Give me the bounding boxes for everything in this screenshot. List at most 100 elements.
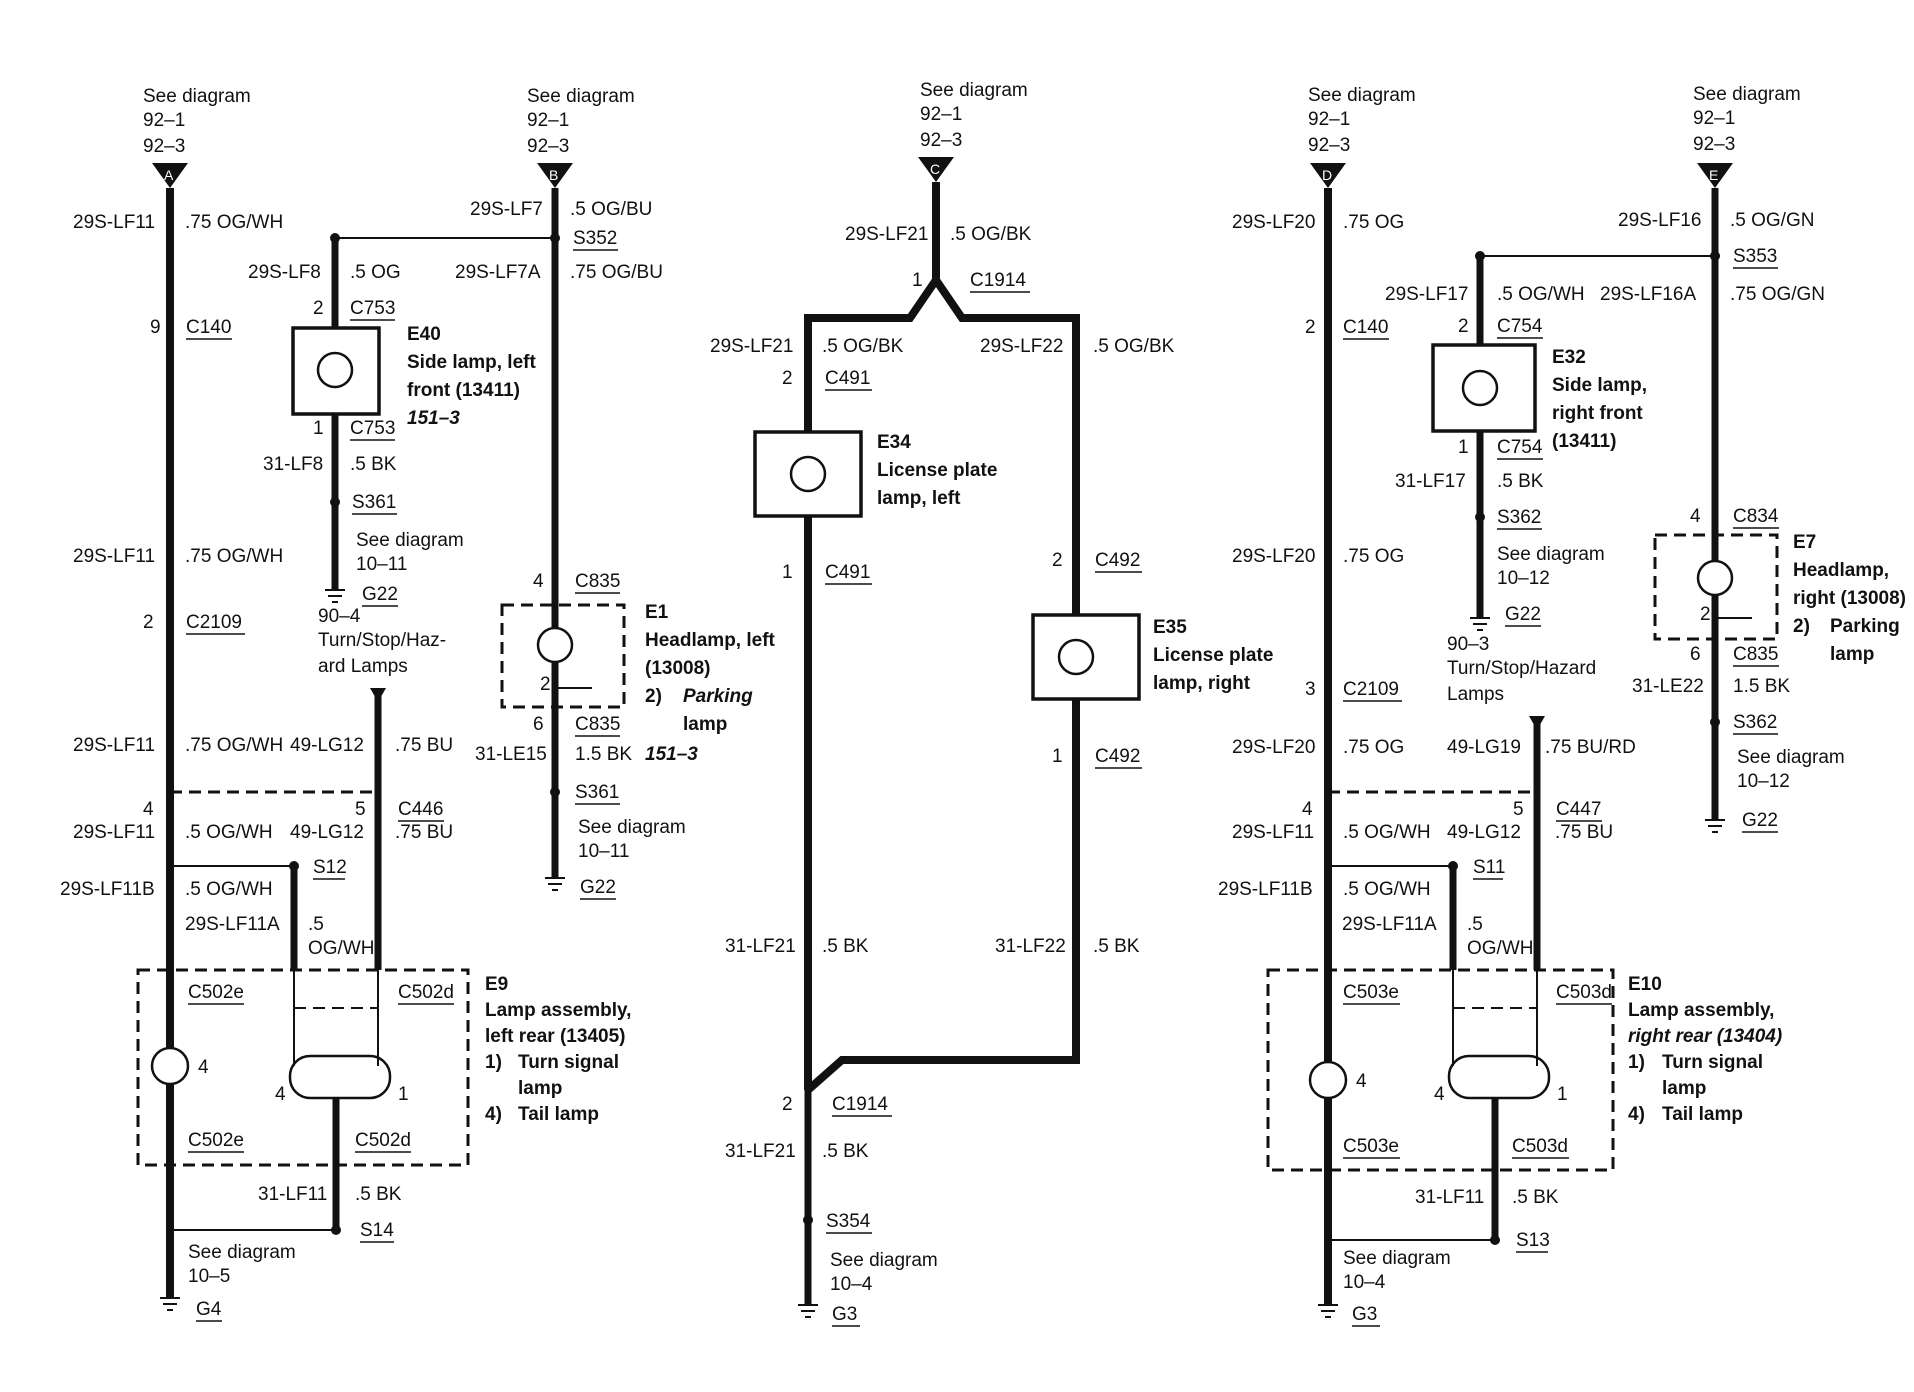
ref-1012-1: 10–12 (1497, 568, 1550, 589)
label-lf16: 29S-LF16 (1618, 210, 1701, 231)
conn-c502d-1: C502d (398, 982, 454, 1003)
e9-id: E9 (485, 974, 508, 995)
see-diagram-c: See diagram (920, 80, 1028, 101)
e40-l1: Side lamp, left (407, 352, 536, 373)
pin-e1-2: 2 (540, 674, 551, 695)
label-wire-6b: OG/WH (308, 938, 375, 959)
label-og-bu-75: .75 OG/BU (570, 262, 663, 283)
splice-s13: S13 (1516, 1230, 1550, 1251)
label-lf17: 29S-LF17 (1385, 284, 1468, 305)
bulb-e7 (1696, 559, 1734, 597)
label-wire-4: .5 OG/WH (185, 822, 273, 843)
conn-c754-2: C754 (1497, 437, 1543, 458)
ref-104-d: 10–4 (1343, 1272, 1386, 1293)
conn-c491-2: C491 (825, 562, 870, 583)
pin-e1-6: 6 (533, 714, 544, 735)
pin-e7-2: 2 (1700, 604, 1711, 625)
dot (550, 787, 560, 797)
ground-g4: G4 (196, 1299, 222, 1320)
conn-c503e-1: C503e (1343, 982, 1399, 1003)
connector-d-triangle (1310, 163, 1346, 188)
label-burd: .75 BU/RD (1545, 737, 1636, 758)
e32-id: E32 (1552, 347, 1586, 368)
connector-b-triangle (537, 163, 573, 188)
label-le15: 31-LE15 (475, 744, 547, 765)
splice-s361-2: S361 (575, 782, 619, 803)
see-diagram-b2: See diagram (356, 530, 464, 551)
splice-s14: S14 (360, 1220, 394, 1241)
bulb-e1 (536, 626, 574, 664)
pin-5a: 5 (355, 799, 366, 820)
ref-a2: 92–3 (143, 136, 185, 157)
tsh-left-1: Turn/Stop/Haz- (318, 630, 446, 651)
dot (1710, 251, 1720, 261)
e9-t1b: lamp (518, 1078, 562, 1099)
e9-n4: 4) (485, 1104, 502, 1125)
e9-l1: Lamp assembly, (485, 1000, 631, 1021)
label-oggn-75: .75 OG/GN (1730, 284, 1825, 305)
pin-c492-2: 2 (1052, 550, 1063, 571)
label-wire-d2: .5 OG/WH (1343, 879, 1431, 900)
pin-c1914-1: 1 (912, 270, 923, 291)
ground-g22-4: G22 (1742, 810, 1778, 831)
ref-a1: 92–1 (143, 110, 185, 131)
ground-g3-d: G3 (1352, 1304, 1377, 1325)
e10-l2: right rear (13404) (1628, 1026, 1782, 1047)
e9-n1: 1) (485, 1052, 502, 1073)
label-lf11a: 29S-LF11A (185, 914, 280, 935)
pin-e40-2: 2 (313, 298, 324, 319)
see-diagram-e3: See diagram (1737, 747, 1845, 768)
pin-d2: 2 (1305, 317, 1316, 338)
column-b: See diagram 92–1 92–3 B 29S-LF7 .5 OG/BU… (248, 86, 776, 900)
splice-s354: S354 (826, 1211, 871, 1232)
label-lf16a: 29S-LF16A (1600, 284, 1696, 305)
shape (370, 688, 386, 702)
dot (550, 233, 560, 243)
label-lf20-1: 29S-LF20 (1232, 212, 1315, 233)
pin-e10-d4: 4 (1434, 1084, 1445, 1105)
conn-c503e-2: C503e (1343, 1136, 1399, 1157)
label-lf11-3: 29S-LF11 (73, 735, 155, 756)
label-bk15-1: 1.5 BK (575, 744, 632, 765)
splice-s352: S352 (573, 228, 617, 249)
ref-d2: 92–3 (1308, 135, 1350, 156)
label-bk-b1: .5 BK (350, 454, 397, 475)
label-lf7a: 29S-LF7A (455, 262, 541, 283)
e7-box (1653, 533, 1779, 641)
e9-l2: left rear (13405) (485, 1026, 625, 1047)
conn-c492-2: C492 (1095, 746, 1140, 767)
e35-id: E35 (1153, 617, 1187, 638)
see-diagram-a: See diagram (143, 86, 251, 107)
label-bu-d: .75 BU (1555, 822, 1613, 843)
splice-s11: S11 (1473, 857, 1505, 878)
bulb-e9-dual (288, 1054, 392, 1100)
dot (1490, 1235, 1500, 1245)
label-gnd-lf21-2: 31-LF21 (725, 1141, 796, 1162)
pin-c1914-2: 2 (782, 1094, 793, 1115)
label-bk-c3: .5 BK (822, 1141, 869, 1162)
shape (1529, 716, 1545, 730)
ref-904: 90–4 (318, 606, 361, 627)
label-lf11a-d: 29S-LF11A (1342, 914, 1437, 935)
conn-c502e-2: C502e (188, 1130, 244, 1151)
e1-l4: lamp (683, 714, 727, 735)
label-lf11b-d: 29S-LF11B (1218, 879, 1313, 900)
splice-s353: S353 (1733, 246, 1777, 267)
e10-id: E10 (1628, 974, 1662, 995)
label-bk-e1: .5 BK (1497, 471, 1544, 492)
label-gnd-lf21-1: 31-LF21 (725, 936, 796, 957)
pin-d3: 3 (1305, 679, 1316, 700)
conn-c834: C834 (1733, 506, 1779, 527)
connector-c-triangle (918, 157, 954, 182)
label-gnd-lf8: 31-LF8 (263, 454, 323, 475)
e10-l1: Lamp assembly, (1628, 1000, 1774, 1021)
conn-c492-1: C492 (1095, 550, 1140, 571)
label-og-5: .5 OG (350, 262, 401, 283)
see-diagram-b3: See diagram (578, 817, 686, 838)
label-le22: 31-LE22 (1632, 676, 1704, 697)
label-gnd-lf17: 31-LF17 (1395, 471, 1466, 492)
pin-c492-1: 1 (1052, 746, 1063, 767)
label-bk-d: .5 BK (1512, 1187, 1559, 1208)
label-gnd-lf22: 31-LF22 (995, 936, 1066, 957)
pin-e9-d1: 1 (398, 1084, 409, 1105)
